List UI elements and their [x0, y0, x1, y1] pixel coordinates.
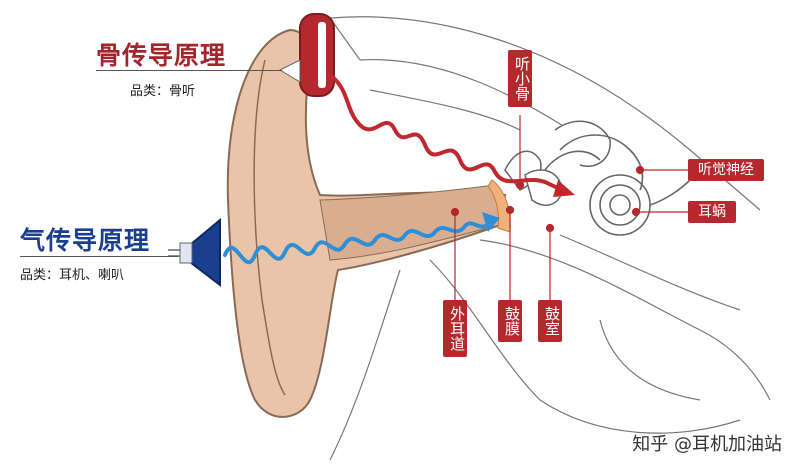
ear-fold [253, 59, 286, 396]
label-tympanic-cavity: 鼓室 [538, 300, 562, 342]
cochlea-shape [544, 134, 691, 236]
bone-wave-arrowhead [553, 180, 575, 197]
air-wave-arrowhead [482, 212, 500, 232]
label-cochlea: 耳蜗 [688, 201, 736, 223]
leader-lines [450, 115, 688, 300]
label-ossicles: 听小骨 [508, 50, 532, 107]
label-eardrum: 鼓膜 [498, 300, 522, 342]
bone-conduction-category: 品类：骨听 [130, 84, 196, 99]
air-conduction-wave [223, 221, 490, 265]
label-ear-canal: 外耳道 [443, 300, 467, 357]
air-title-underline [20, 256, 178, 257]
air-conduction-device [168, 217, 221, 288]
air-conduction-category: 品类：耳机、喇叭 [20, 268, 125, 283]
bone-conduction-title: 骨传导原理 [96, 41, 227, 70]
bone-conduction-device [278, 13, 335, 97]
bone-conduction-wave [328, 73, 564, 192]
watermark: 知乎 @耳机加油站 [632, 434, 782, 455]
bone-title-underline [96, 70, 282, 71]
air-conduction-title: 气传导原理 [20, 226, 151, 255]
eardrum-shape [487, 179, 511, 233]
label-auditory-nerve: 听觉神经 [688, 159, 764, 181]
